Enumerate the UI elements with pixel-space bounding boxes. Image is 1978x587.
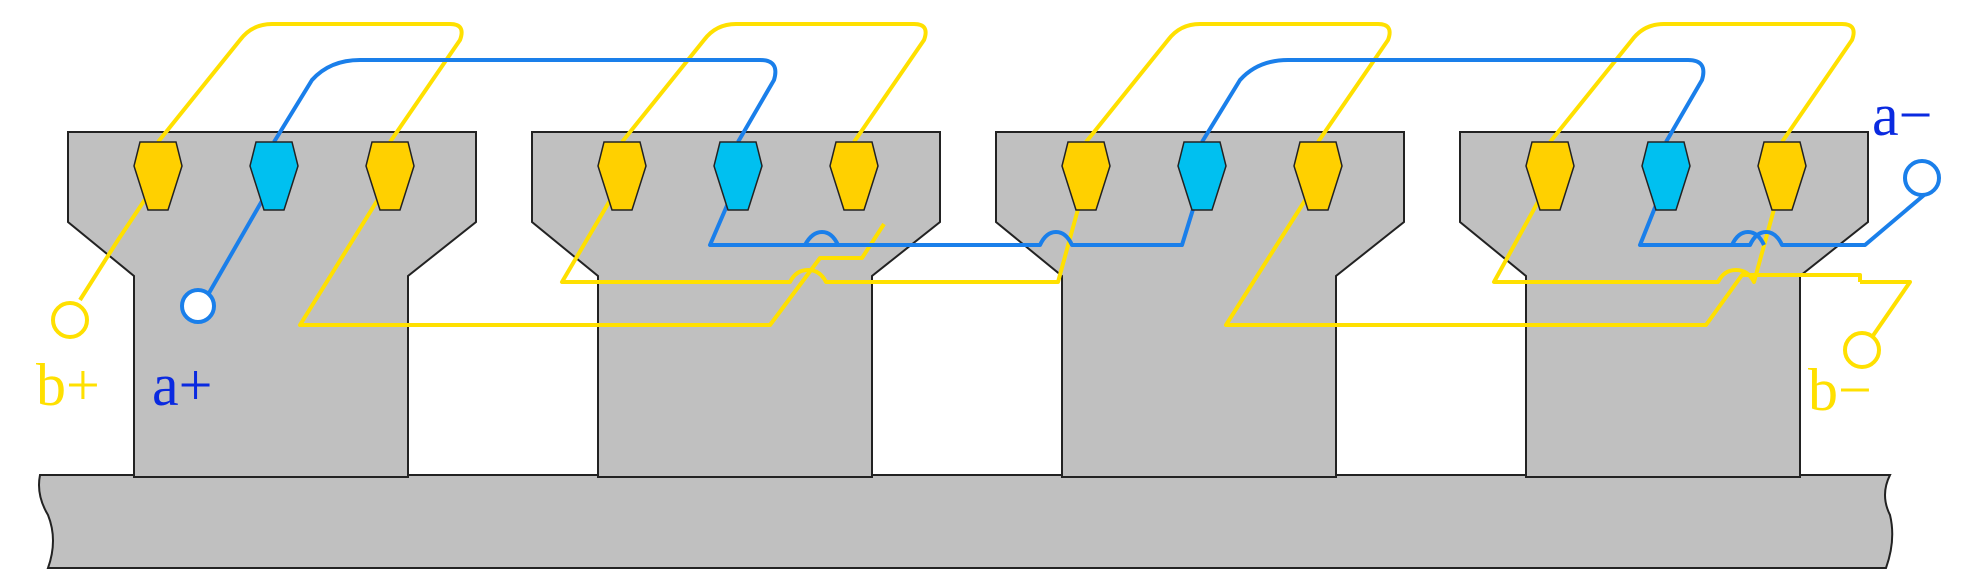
slot-conductors	[133, 141, 1807, 211]
terminal-label-b-plus: b+	[36, 352, 100, 418]
phase-b-end-turn-4	[1548, 22, 1856, 144]
conductor-b-3	[597, 141, 647, 211]
phase-a-end-turn-1	[272, 58, 778, 144]
terminal-label-b-minus: b−	[1808, 357, 1872, 423]
conductor-b-8	[1757, 141, 1807, 211]
conductor-a-1	[249, 141, 299, 211]
phase-b-link-3	[1224, 178, 1862, 327]
phase-a-crossover-1	[803, 229, 840, 246]
phase-a-end-turn-2	[1200, 58, 1706, 144]
terminals	[51, 159, 1941, 369]
conductor-b-7	[1525, 141, 1575, 211]
conductor-b-2	[365, 141, 415, 211]
conductor-b-1	[133, 141, 183, 211]
conductor-b-4	[829, 141, 879, 211]
tooth-4	[1459, 131, 1869, 478]
conductor-a-2	[713, 141, 763, 211]
tooth-2	[531, 131, 941, 478]
phase-a-link-2	[1638, 179, 1932, 247]
conductor-b-6	[1293, 141, 1343, 211]
phase-b-end-turn-3	[1084, 22, 1392, 144]
phase-b-end-turn-1	[156, 22, 464, 144]
terminal-label-a-plus: a+	[152, 352, 212, 418]
phase-a-link-1	[708, 179, 1204, 247]
terminal-a-minus-circle	[1903, 159, 1941, 197]
wire-crossovers	[803, 229, 1766, 246]
phase-b-lead-out	[1860, 280, 1912, 342]
phase-b-link-1	[298, 178, 886, 327]
conductor-a-3	[1177, 141, 1227, 211]
terminal-b-plus-circle	[51, 301, 89, 339]
phase-b-link-2	[560, 178, 1088, 284]
conductor-a-4	[1641, 141, 1691, 211]
phase-b-winding	[78, 22, 1912, 342]
back-iron	[38, 474, 1894, 569]
tooth-1	[67, 131, 477, 478]
conductor-b-5	[1061, 141, 1111, 211]
stator-core	[38, 131, 1894, 569]
phase-a-crossover-2	[1730, 229, 1766, 246]
phase-b-link-4	[1492, 179, 1784, 284]
terminal-label-a-minus: a−	[1872, 82, 1932, 148]
phase-b-end-turn-2	[620, 22, 928, 144]
tooth-3	[995, 131, 1405, 478]
terminal-a-plus-circle	[180, 288, 216, 324]
terminal-b-minus-circle	[1843, 331, 1881, 369]
